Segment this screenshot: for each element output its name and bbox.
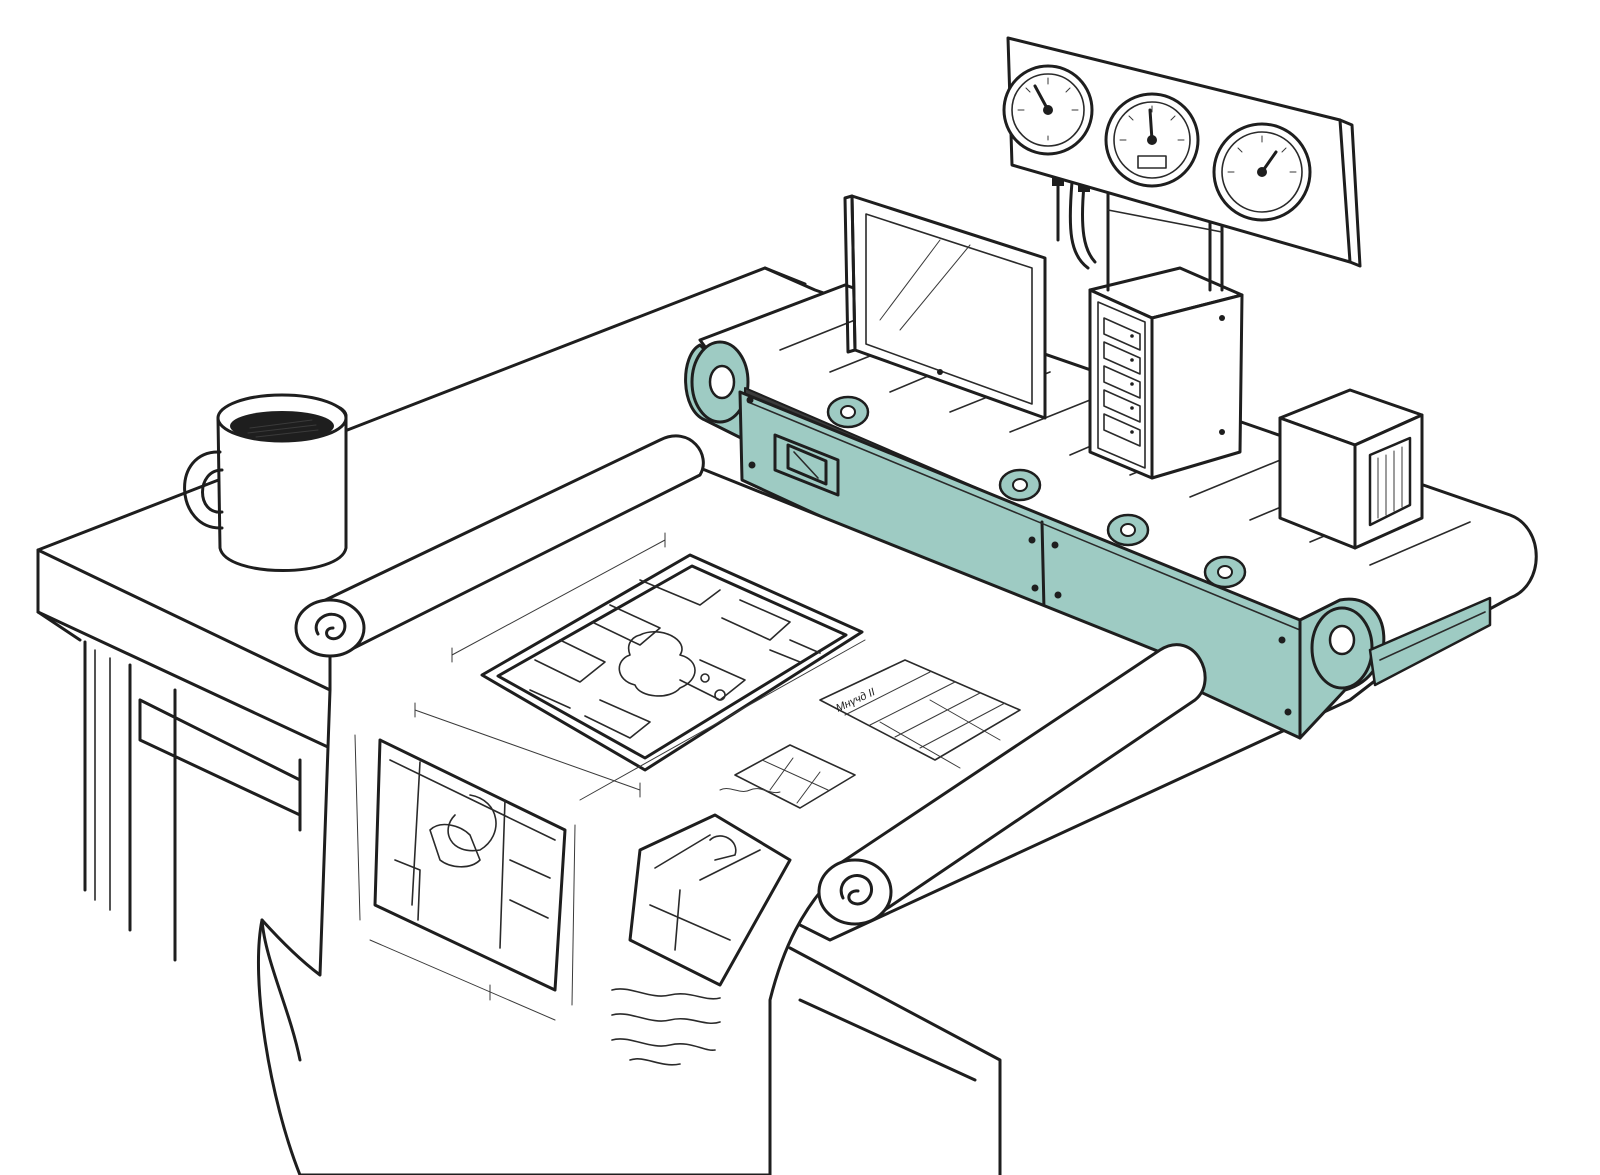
- gauge-right: [1212, 122, 1312, 222]
- server-bay: [1103, 317, 1141, 351]
- window-detail: [719, 744, 856, 809]
- gauge-left: [1002, 64, 1094, 156]
- floor-plan-main: [414, 532, 866, 801]
- cube-box: [1278, 388, 1424, 550]
- monitor-screen: [865, 213, 1033, 405]
- blueprint-scroll: Мнүчд II: [257, 434, 1207, 1175]
- gauge-cables: [1056, 176, 1097, 270]
- mug-handle: [183, 450, 224, 530]
- server-bay: [1103, 389, 1141, 423]
- blueprint-roll-bottom: [828, 643, 1207, 922]
- handwritten-notes: [611, 988, 721, 1066]
- server-bay: [1103, 341, 1141, 375]
- server-bay: [1103, 413, 1141, 447]
- cube-opening: [1368, 436, 1412, 527]
- gauge-display: [1137, 155, 1167, 169]
- coffee-mug: [183, 393, 348, 572]
- conveyor-underside: [1368, 596, 1492, 687]
- server-bay: [1103, 365, 1141, 399]
- coffee-surface: [230, 411, 334, 441]
- floor-plan-tertiary: [628, 813, 792, 987]
- monitor: [843, 194, 1047, 420]
- gauge-panel: [1002, 36, 1362, 292]
- floor-plan-secondary: [354, 734, 576, 1021]
- gauge-middle: [1104, 92, 1200, 188]
- server-tower: [1088, 266, 1244, 480]
- gauge-needle: [1148, 108, 1154, 142]
- desk-left-legs: [83, 640, 302, 962]
- desk-right-edge: [768, 946, 1002, 1175]
- control-box: [773, 433, 840, 497]
- conveyor-surface: [698, 283, 1538, 692]
- blueprint-roll-top: [313, 434, 705, 652]
